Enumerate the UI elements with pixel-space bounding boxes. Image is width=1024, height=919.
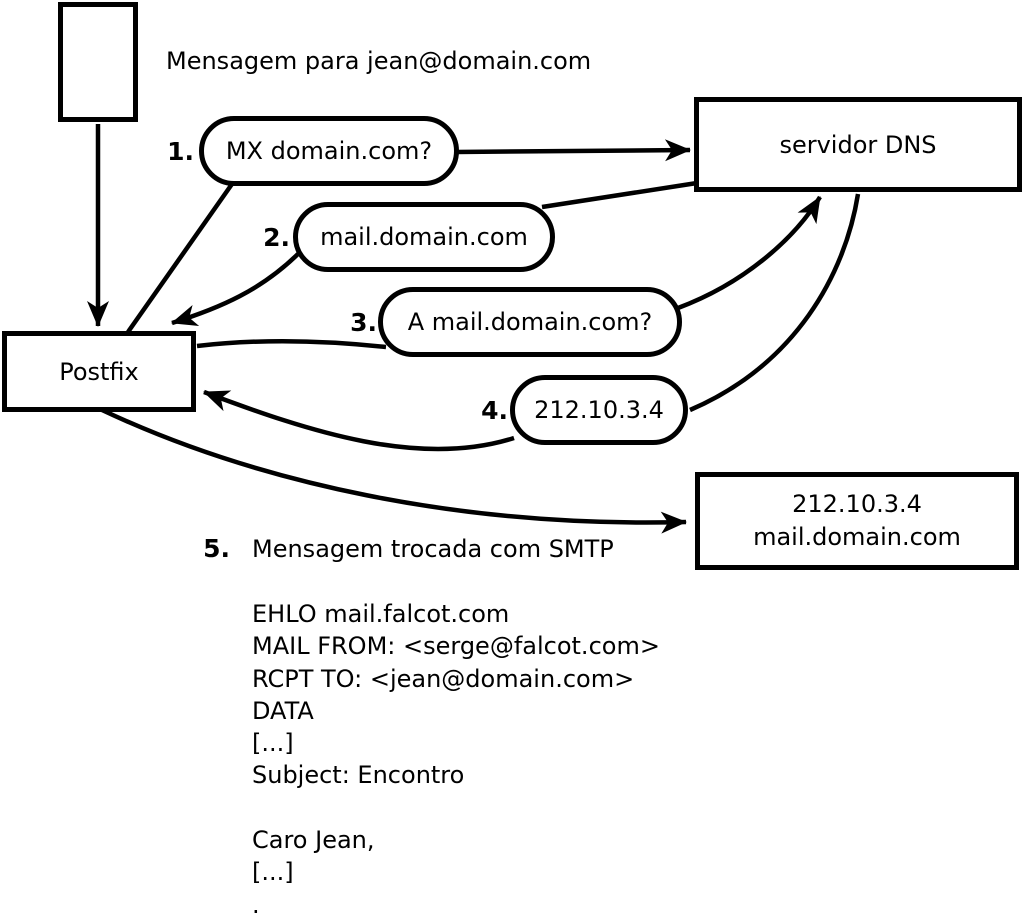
arrow-postfix-to-mailserver: [101, 407, 687, 534]
postfix-label: Postfix: [59, 357, 139, 386]
dns-server-box: servidor DNS: [694, 97, 1022, 192]
mail-server-ip: 212.10.3.4: [792, 490, 922, 518]
step-2-pill: mail.domain.com: [293, 202, 555, 272]
line-dns-to-step4: [689, 193, 861, 413]
step-3-pill: A mail.domain.com?: [378, 287, 682, 357]
step-3-label: A mail.domain.com?: [407, 308, 653, 336]
mail-server-box: 212.10.3.4 mail.domain.com: [695, 472, 1019, 570]
line-postfix-to-step1: [126, 182, 234, 334]
step-3-number: 3.: [350, 308, 377, 337]
dns-server-label: servidor DNS: [779, 130, 937, 159]
mail-server-hostname: mail.domain.com: [753, 523, 961, 551]
step-5-number: 5.: [203, 534, 230, 563]
step-5-label: Mensagem trocada com SMTP: [252, 535, 614, 563]
line-postfix-to-step3: [196, 338, 387, 350]
step-1-pill: MX domain.com?: [199, 116, 459, 186]
step-1-label: MX domain.com?: [225, 137, 433, 165]
arrow-step1-to-dns: [455, 139, 691, 162]
step-2-label: mail.domain.com: [320, 223, 528, 251]
arrow-step2-to-postfix: [171, 250, 302, 327]
step-4-label: 212.10.3.4: [534, 396, 664, 424]
step-4-number: 4.: [481, 396, 508, 425]
line-dns-to-step2: [541, 180, 698, 210]
message-label: Mensagem para jean@domain.com: [166, 47, 592, 75]
message-source-box: [58, 2, 138, 122]
step-1-number: 1.: [167, 137, 194, 166]
step-2-number: 2.: [263, 223, 290, 252]
step-4-pill: 212.10.3.4: [510, 375, 688, 445]
arrow-step3-to-dns: [677, 195, 822, 311]
postfix-box: Postfix: [2, 331, 196, 412]
smtp-transcript: EHLO mail.falcot.com MAIL FROM: <serge@f…: [252, 600, 660, 919]
arrow-step4-to-postfix: [203, 389, 515, 452]
